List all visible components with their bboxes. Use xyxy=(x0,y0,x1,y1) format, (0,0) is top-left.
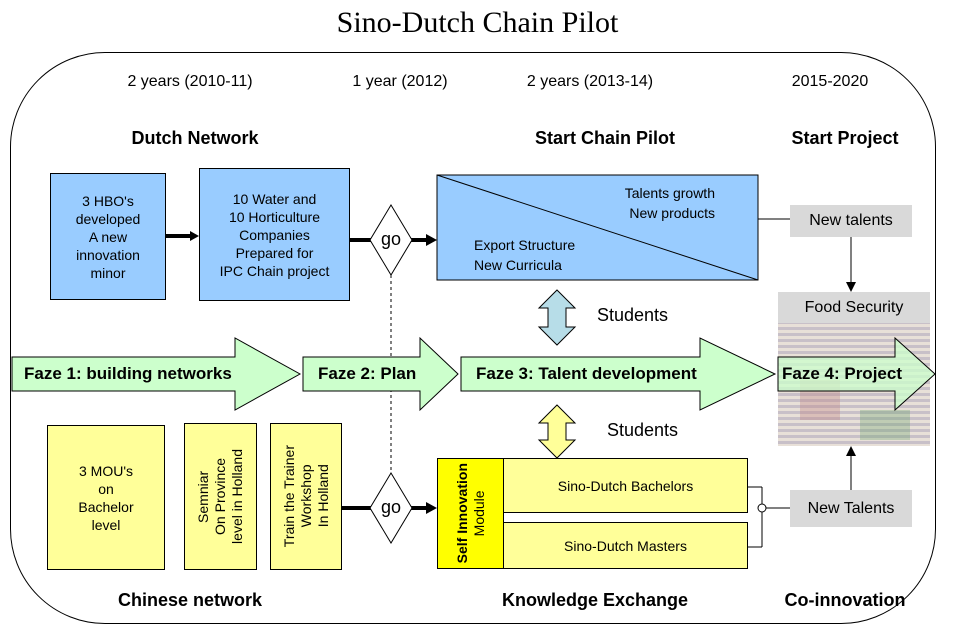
seminar-line: Semniar xyxy=(195,470,211,523)
students-arrow-top xyxy=(537,289,577,346)
students-label-top: Students xyxy=(597,305,669,325)
train-box: Train the Trainer Workshop In Holland xyxy=(270,423,342,570)
faze-3-label: Faze 3: Talent development xyxy=(476,364,697,383)
mou-box: 3 MOU's on Bachelor level xyxy=(47,425,165,570)
food-security-label: Food Security xyxy=(778,292,930,323)
chain-text-line: Export Structure xyxy=(474,237,576,253)
companies-line: Prepared for xyxy=(235,244,314,261)
rounded-frame xyxy=(10,52,936,624)
co-innovation-heading: Co-innovation xyxy=(784,590,906,610)
dutch-network-heading: Dutch Network xyxy=(131,128,259,148)
hbo-line: minor xyxy=(90,264,126,281)
seminar-line: On Province xyxy=(212,457,228,536)
chain-text-line: New Curricula xyxy=(474,257,562,273)
self-innovation-module: Self Innovation Module xyxy=(437,458,504,569)
companies-line: Companies xyxy=(239,226,310,243)
knowledge-exchange-heading: Knowledge Exchange xyxy=(501,590,689,610)
go-diamond-bottom xyxy=(369,472,413,544)
mou-line: on xyxy=(98,480,114,497)
train-line: Workshop xyxy=(297,465,314,528)
faze-1-arrow xyxy=(11,337,302,411)
hbo-line: innovation xyxy=(76,246,140,263)
period-4: 2015-2020 xyxy=(791,73,869,90)
go-label-top: go xyxy=(380,229,402,249)
chain-box-top-text: Talents growth New products xyxy=(590,183,715,223)
faze-2-label: Faze 2: Plan xyxy=(318,364,417,383)
faze-1-label: Faze 1: building networks xyxy=(24,364,232,383)
faze-4-label: Faze 4: Project xyxy=(782,364,902,383)
new-talents-bottom-box: New Talents xyxy=(790,490,912,527)
hbo-line: A new xyxy=(88,228,128,245)
go-diamond-top xyxy=(369,204,413,276)
mou-line: level xyxy=(91,516,121,533)
masters-box: Sino-Dutch Masters xyxy=(503,522,748,569)
chain-text-line: Talents growth xyxy=(624,185,715,201)
companies-box: 10 Water and 10 Horticulture Companies P… xyxy=(199,168,350,301)
faze-3-arrow xyxy=(460,337,777,411)
faze-2-arrow xyxy=(302,336,459,412)
train-line: In Holland xyxy=(314,464,331,529)
self-innovation-title: Self Innovation xyxy=(453,463,470,564)
companies-line: 10 Water and xyxy=(232,190,317,207)
mou-line: Bachelor xyxy=(78,498,134,515)
period-3: 2 years (2013-14) xyxy=(526,73,654,90)
hbo-line: 3 HBO's xyxy=(82,192,134,209)
chinese-network-heading: Chinese network xyxy=(117,590,263,610)
period-2: 1 year (2012) xyxy=(352,73,448,90)
start-chain-pilot-heading: Start Chain Pilot xyxy=(534,128,675,148)
train-line: Train the Trainer xyxy=(280,445,297,548)
hbo-box: 3 HBO's developed A new innovation minor xyxy=(50,173,166,300)
go-label-bottom: go xyxy=(380,497,402,517)
students-label-bottom: Students xyxy=(607,420,679,440)
chain-box-bottom-text: Export Structure New Curricula xyxy=(474,235,634,275)
chain-text-line: New products xyxy=(629,205,715,221)
hbo-line: developed xyxy=(75,210,141,227)
module-label: Module xyxy=(470,490,487,537)
students-arrow-bottom xyxy=(537,404,577,459)
companies-line: 10 Horticulture xyxy=(228,208,321,225)
seminar-line: level in Holland xyxy=(229,449,245,544)
faze-4-arrow xyxy=(777,336,936,412)
period-1: 2 years (2010-11) xyxy=(127,73,253,90)
bachelors-box: Sino-Dutch Bachelors xyxy=(503,458,748,513)
diagram-title: Sino-Dutch Chain Pilot xyxy=(336,6,619,39)
new-talents-top-box: New talents xyxy=(790,205,912,237)
start-project-heading: Start Project xyxy=(791,128,899,148)
mou-line: 3 MOU's xyxy=(78,462,133,479)
seminar-box: Semniar On Province level in Holland xyxy=(184,423,257,570)
companies-line: IPC Chain project xyxy=(219,262,330,279)
